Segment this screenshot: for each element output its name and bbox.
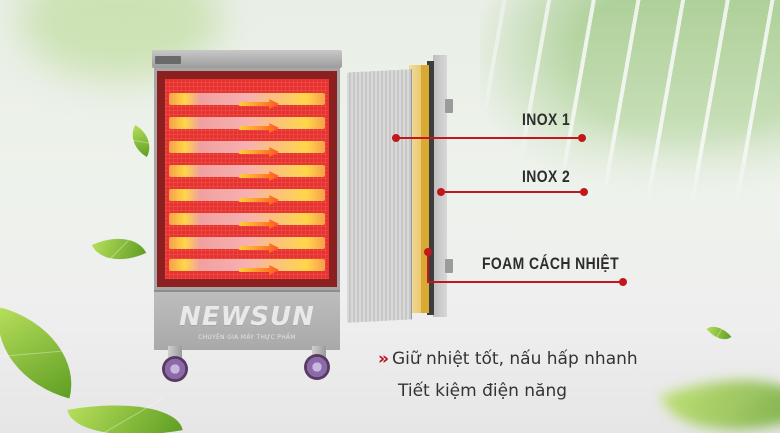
cabinet-top (152, 50, 342, 68)
inox-2-layer (427, 61, 434, 315)
feature-text: Tiết kiệm điện năng (398, 381, 568, 401)
rice-cake-decoration (480, 0, 780, 200)
double-chevron-right-icon: » (378, 349, 389, 369)
inox-1-layer (347, 69, 411, 323)
callout-vline-foam (427, 251, 429, 282)
tray-heat-arrow (169, 189, 325, 201)
callout-line-inox-1 (396, 137, 578, 139)
door-frame (433, 55, 447, 317)
foam-layer-inner (421, 65, 429, 313)
wheel-icon (162, 356, 188, 382)
tray-heat-arrow (169, 165, 325, 177)
callout-label-inox-1: INOX 1 (522, 110, 571, 129)
leaf-icon (0, 307, 88, 399)
tray-heat-arrow (169, 237, 325, 249)
hinge-icon (445, 259, 453, 273)
leaf-icon (91, 225, 147, 273)
callout-label-foam: FOAM CÁCH NHIỆT (482, 254, 620, 273)
feature-list: »Giữ nhiệt tốt, nấu hấp nhanh Tiết kiệm … (378, 343, 638, 407)
brand-logo: NEWSUN (179, 302, 315, 332)
tray-heat-arrow (169, 117, 325, 129)
tray-heat-arrow (169, 213, 325, 225)
leaf-icon (67, 390, 183, 433)
callout-dot (578, 134, 586, 142)
callout-line-foam (427, 281, 622, 283)
hinge-icon (445, 99, 453, 113)
heat-chamber (165, 79, 329, 279)
callout-label-inox-2: INOX 2 (522, 167, 571, 186)
feature-item: Tiết kiệm điện năng (378, 375, 638, 407)
steamer-cabinet: NEWSUN CHUYÊN GIA MÁY THỰC PHẨM (152, 50, 342, 382)
feature-item: »Giữ nhiệt tốt, nấu hấp nhanh (378, 343, 638, 375)
callout-dot (580, 188, 588, 196)
leaf-icon (706, 320, 732, 346)
feature-text: Giữ nhiệt tốt, nấu hấp nhanh (391, 349, 638, 369)
cabinet-base: NEWSUN CHUYÊN GIA MÁY THỰC PHẨM (154, 290, 340, 350)
callout-line-inox-2 (441, 191, 583, 193)
brand-tagline: CHUYÊN GIA MÁY THỰC PHẨM (198, 334, 296, 341)
tray-heat-arrow (169, 93, 325, 105)
callout-dot (392, 134, 400, 142)
cabinet-chamber-frame (154, 68, 340, 290)
callout-dot (619, 278, 627, 286)
callout-dot (437, 188, 445, 196)
cabinet-top-label (155, 56, 181, 64)
tray-heat-arrow (169, 259, 325, 271)
leaf-icon (660, 348, 780, 433)
tray-heat-arrow (169, 141, 325, 153)
callout-dot (424, 248, 432, 256)
wheel-icon (304, 354, 330, 380)
